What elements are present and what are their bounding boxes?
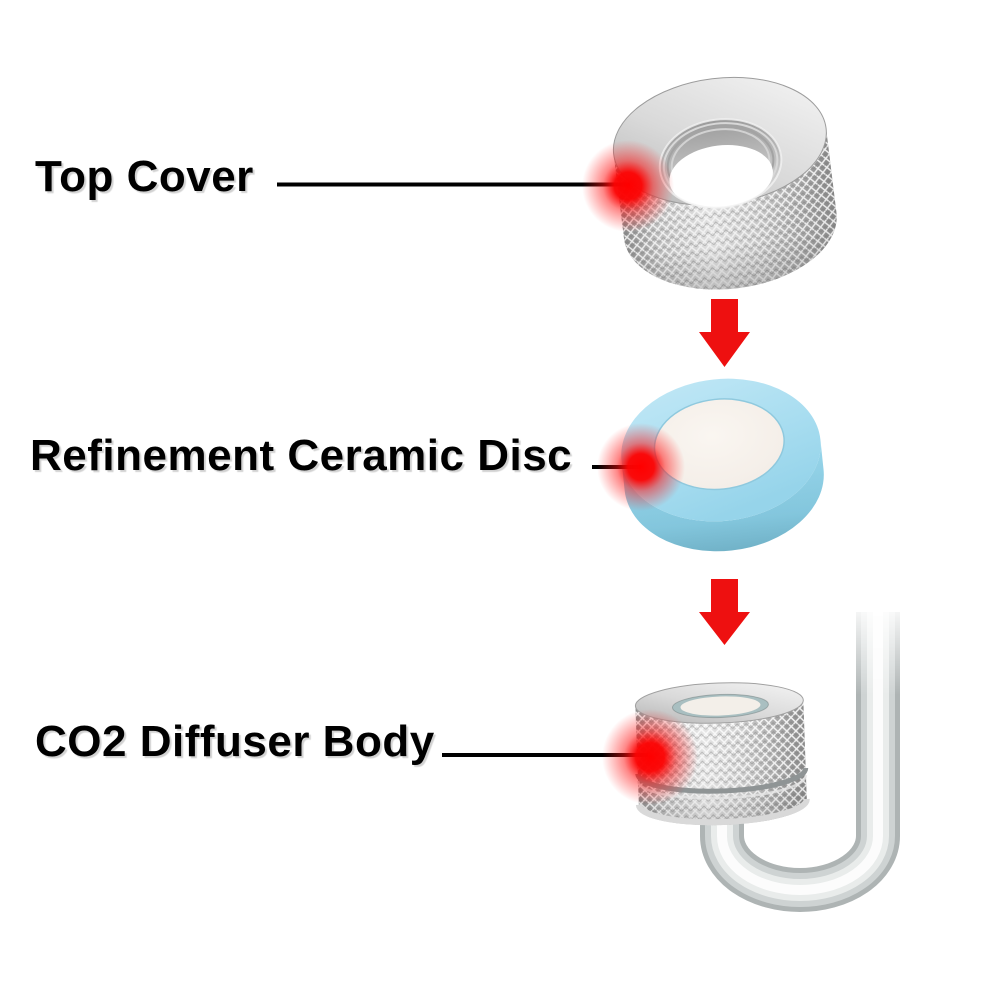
label-top-cover: Top Cover — [35, 152, 254, 201]
label-refinement-ceramic-disc: Refinement Ceramic Disc — [30, 431, 573, 480]
glow-marker-diffuser-body — [602, 709, 698, 805]
glow-marker-ceramic-disc — [597, 423, 685, 511]
label-co2-diffuser-body: CO2 Diffuser Body — [35, 717, 435, 766]
down-arrow-2 — [699, 579, 750, 645]
glass-tube — [700, 612, 900, 912]
refinement-ceramic-disc-image — [621, 378, 824, 552]
glow-marker-top-cover — [582, 140, 674, 232]
down-arrow-1 — [699, 299, 750, 367]
